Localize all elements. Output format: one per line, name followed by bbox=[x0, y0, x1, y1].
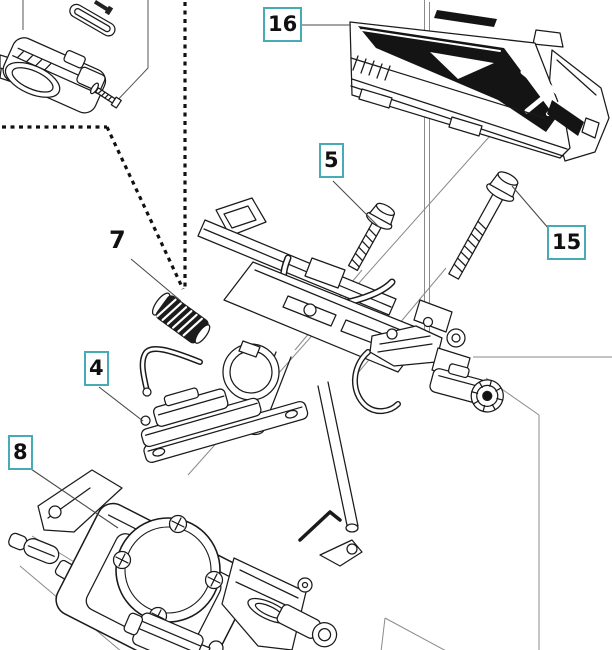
callout-4-number: 4 bbox=[89, 356, 104, 380]
callout-16-number: 16 bbox=[268, 12, 298, 36]
intake-manifold-part bbox=[140, 387, 309, 463]
callout-4: 4 bbox=[84, 351, 109, 386]
fuel-block-part bbox=[123, 612, 204, 650]
callout-7: 7 bbox=[109, 228, 126, 252]
callout-15-number: 15 bbox=[552, 230, 582, 254]
inset-gasket bbox=[69, 3, 116, 37]
inset-carburetor-body bbox=[2, 37, 107, 114]
dashed-connector-lines bbox=[2, 2, 187, 290]
callout-15: 15 bbox=[547, 225, 587, 260]
long-bolt-part bbox=[448, 171, 519, 280]
callout-7-number: 7 bbox=[109, 226, 126, 254]
inset-border bbox=[22, 0, 149, 107]
inset-detail-view bbox=[0, 0, 122, 114]
callout-5: 5 bbox=[319, 143, 344, 178]
carburetor-part bbox=[8, 469, 363, 650]
choke-linkage-assembly bbox=[317, 316, 504, 533]
callout-8-number: 8 bbox=[13, 440, 28, 464]
short-bolt-part bbox=[347, 202, 396, 272]
callout-16: 16 bbox=[263, 7, 303, 42]
inset-screw bbox=[89, 82, 122, 109]
spring-part bbox=[139, 292, 211, 397]
inset-tiny-screw bbox=[93, 0, 114, 16]
callout-5-number: 5 bbox=[324, 148, 339, 172]
air-filter-part bbox=[349, 10, 610, 162]
leader-lines bbox=[27, 24, 550, 529]
callout-8: 8 bbox=[8, 435, 33, 470]
